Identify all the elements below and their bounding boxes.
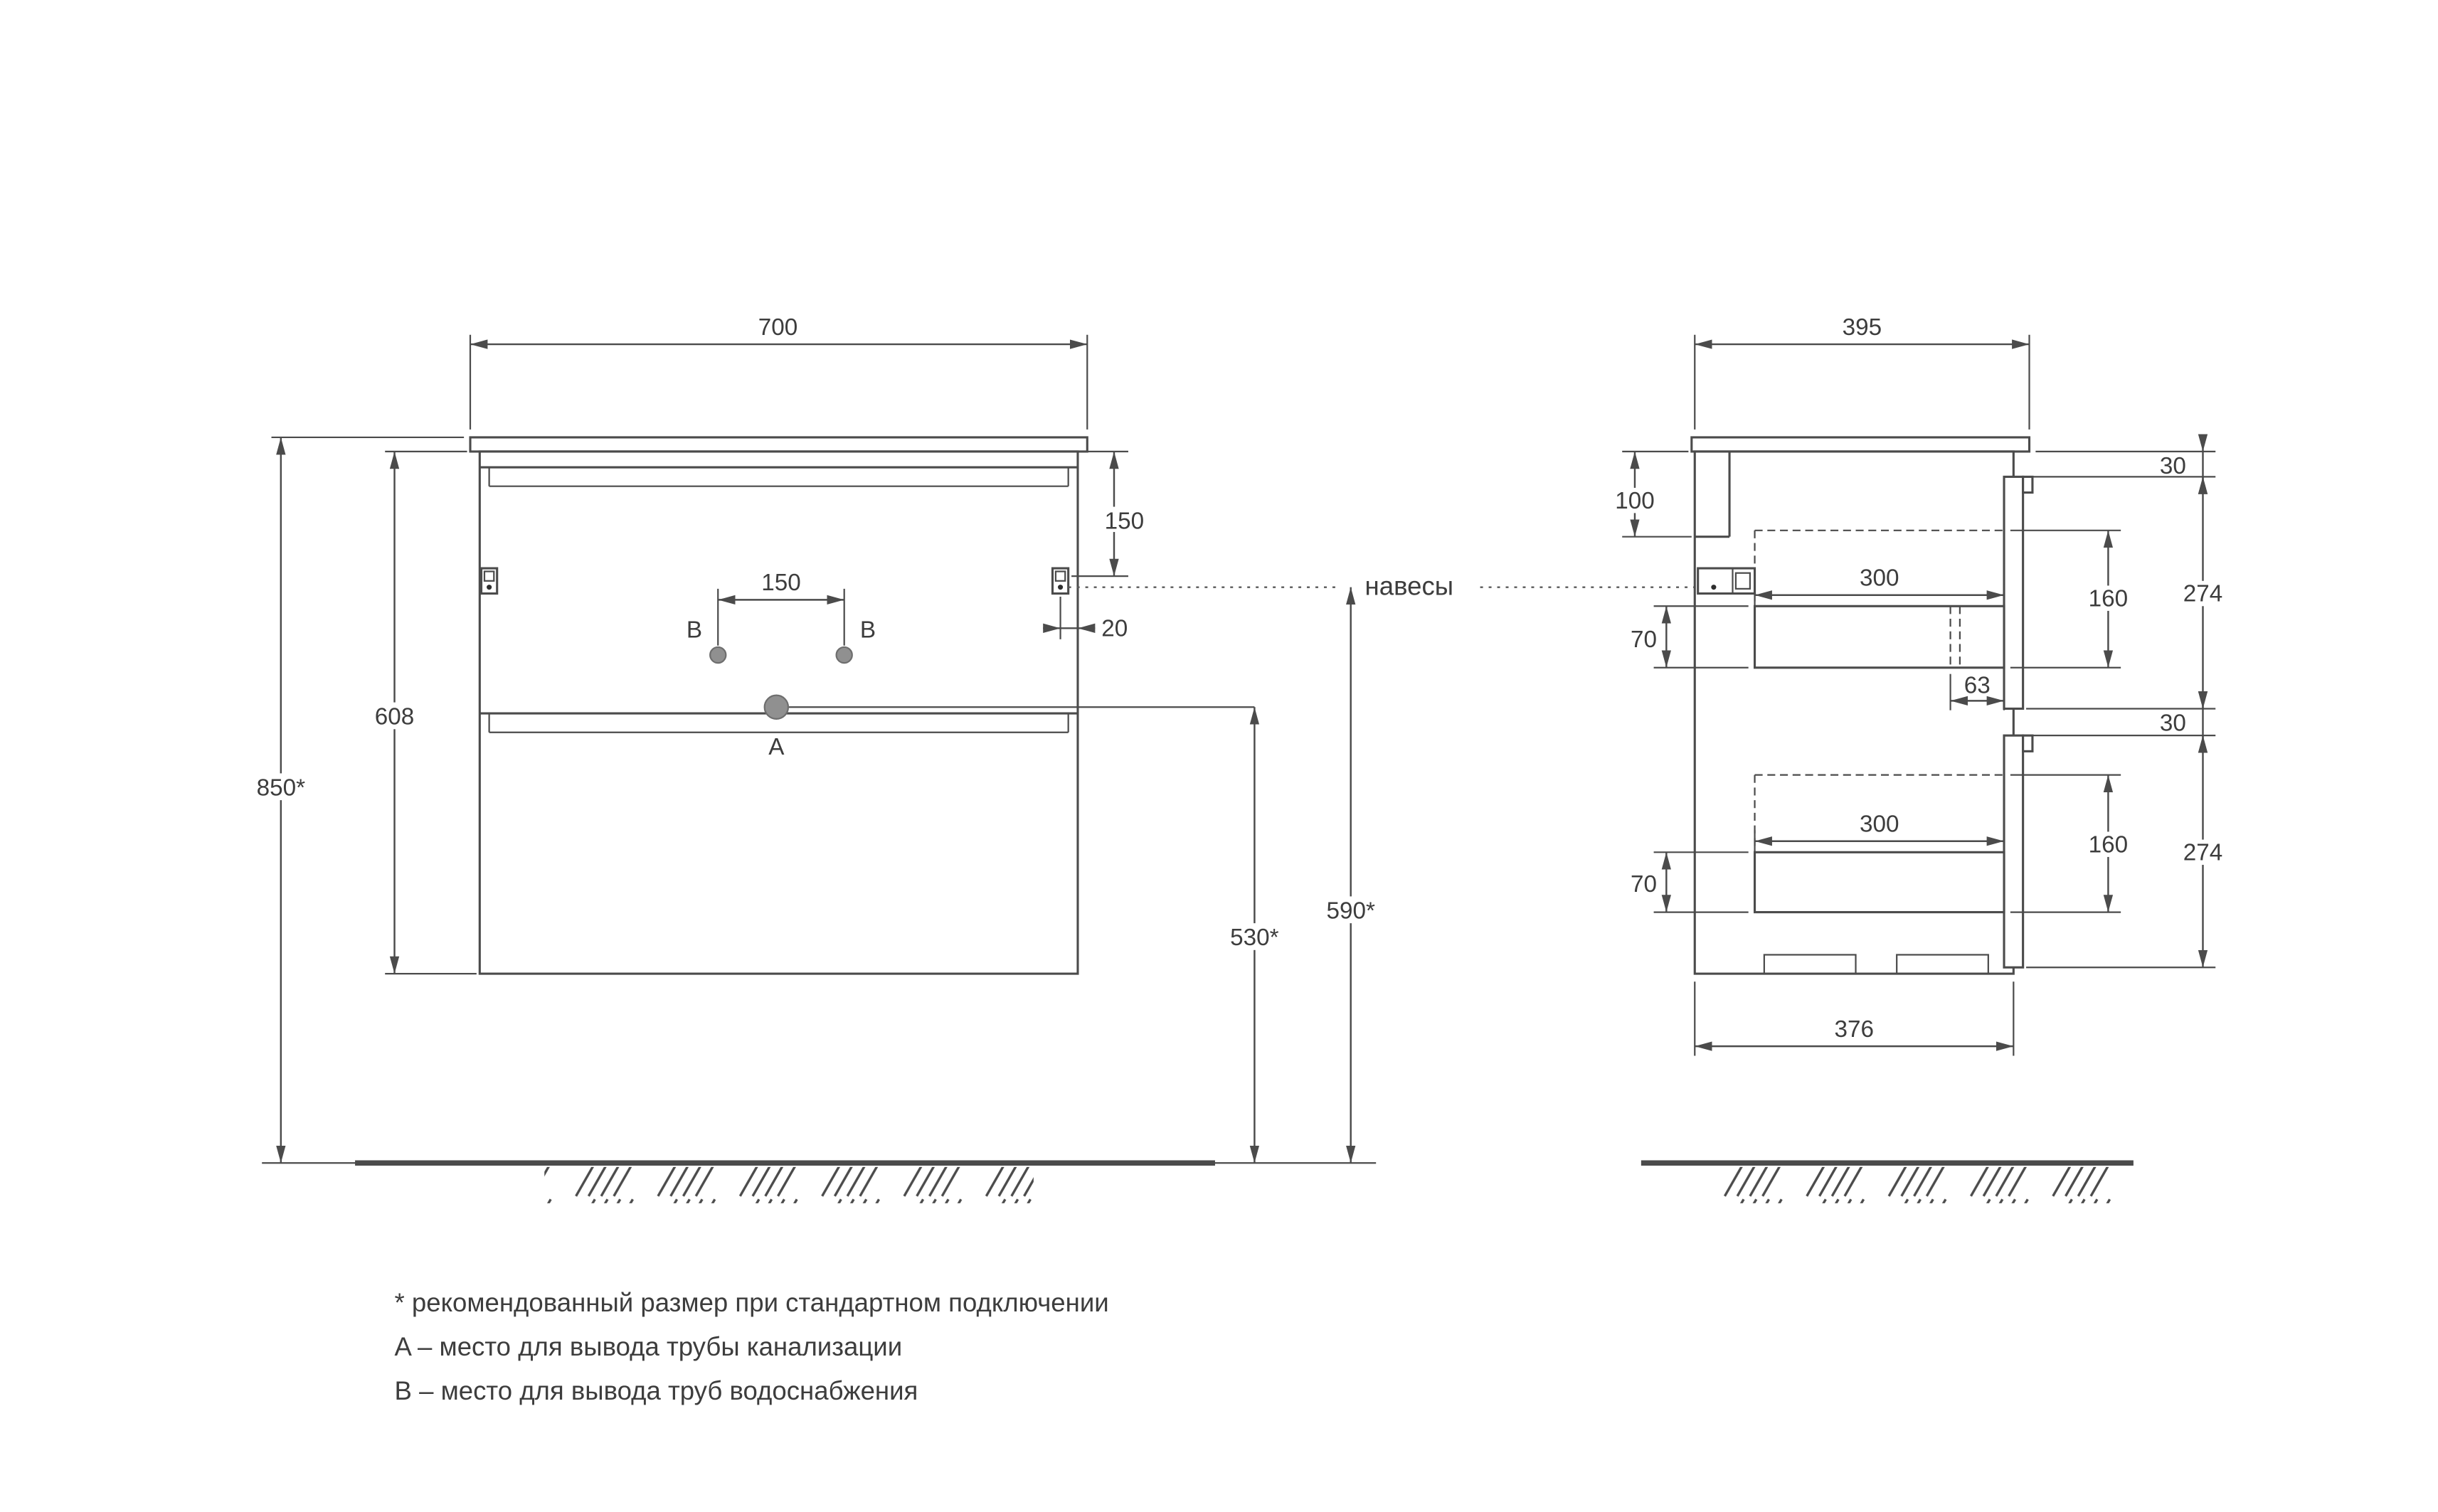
front-total-height-dim: 850* <box>257 774 306 801</box>
front-view <box>469 436 1088 975</box>
front-width-dim: 700 <box>758 314 798 341</box>
side-depth-dim: 395 <box>1843 314 1882 341</box>
side-countertop <box>1690 436 2031 453</box>
box-depth-top-dim: 300 <box>1860 565 1899 591</box>
box-bottom-top-dim: 70 <box>1631 627 1657 653</box>
drain-height-dim: 530* <box>1230 925 1279 951</box>
side-drawer-front-bottom <box>2003 734 2025 969</box>
body-depth-dim: 376 <box>1835 1016 1875 1043</box>
point-b-left-label: B <box>687 617 702 644</box>
front-body-height-dim: 608 <box>375 704 415 730</box>
side-drawer-lip-top <box>2022 475 2034 494</box>
rail-height-dim: 100 <box>1615 488 1655 514</box>
box-side-top-dim: 160 <box>2089 585 2129 612</box>
hanger-height-dim: 590* <box>1326 898 1375 924</box>
point-b-right-label: B <box>860 617 876 644</box>
floor-hatching-right <box>1701 1166 2128 1203</box>
side-drawer-lip-bottom <box>2022 734 2034 752</box>
legend-note: * рекомендованный размер при стандартном… <box>395 1288 1109 1317</box>
floor-hatching-left <box>544 1166 1034 1203</box>
mid-gap-dim: 30 <box>2160 710 2186 737</box>
floor <box>262 1160 2134 1203</box>
side-view-dimensions: 395 100 30 274 160 300 70 <box>1606 314 2235 1056</box>
front-hinge-offset-dim: 20 <box>1101 615 1128 641</box>
legend-a: A – место для вывода трубы канализации <box>395 1332 903 1361</box>
front-countertop <box>469 436 1088 453</box>
side-drawer-front-top <box>2003 475 2025 710</box>
slide-offset-dim: 63 <box>1964 672 1991 698</box>
front-height-bottom-dim: 274 <box>2183 839 2223 866</box>
bottom-cutout-left <box>1763 954 1857 975</box>
hangers-label: навесы <box>1365 572 1454 601</box>
side-drawer-box-bottom <box>1754 851 2005 914</box>
front-top-offset-dim: 150 <box>1105 509 1145 535</box>
box-depth-bottom-dim: 300 <box>1860 811 1899 837</box>
front-b-spacing-dim: 150 <box>761 570 801 596</box>
top-gap-dim: 30 <box>2160 453 2186 479</box>
hanger-bracket-left-icon <box>479 567 499 595</box>
box-bottom-bottom-dim: 70 <box>1631 871 1657 898</box>
side-drawer-box-top <box>1754 605 2005 669</box>
drain-hole <box>763 694 790 720</box>
water-hole-right <box>835 646 853 664</box>
hangers-annotation: навесы <box>1068 572 1698 601</box>
hanger-bracket-right-icon <box>1051 567 1070 595</box>
front-view-dimensions: 700 608 850* 150 B B A 150 20 <box>246 314 1386 1164</box>
legend: * рекомендованный размер при стандартном… <box>395 1288 1109 1405</box>
bottom-cutout-right <box>1896 954 1989 975</box>
side-view <box>1690 436 2034 975</box>
water-hole-left <box>709 646 727 664</box>
point-a-label: A <box>768 734 785 760</box>
hanger-bracket-side-icon <box>1697 567 1756 595</box>
front-height-top-dim: 274 <box>2183 581 2223 607</box>
legend-b: B – место для вывода труб водоснабжения <box>395 1376 918 1405</box>
box-side-bottom-dim: 160 <box>2089 831 2129 858</box>
